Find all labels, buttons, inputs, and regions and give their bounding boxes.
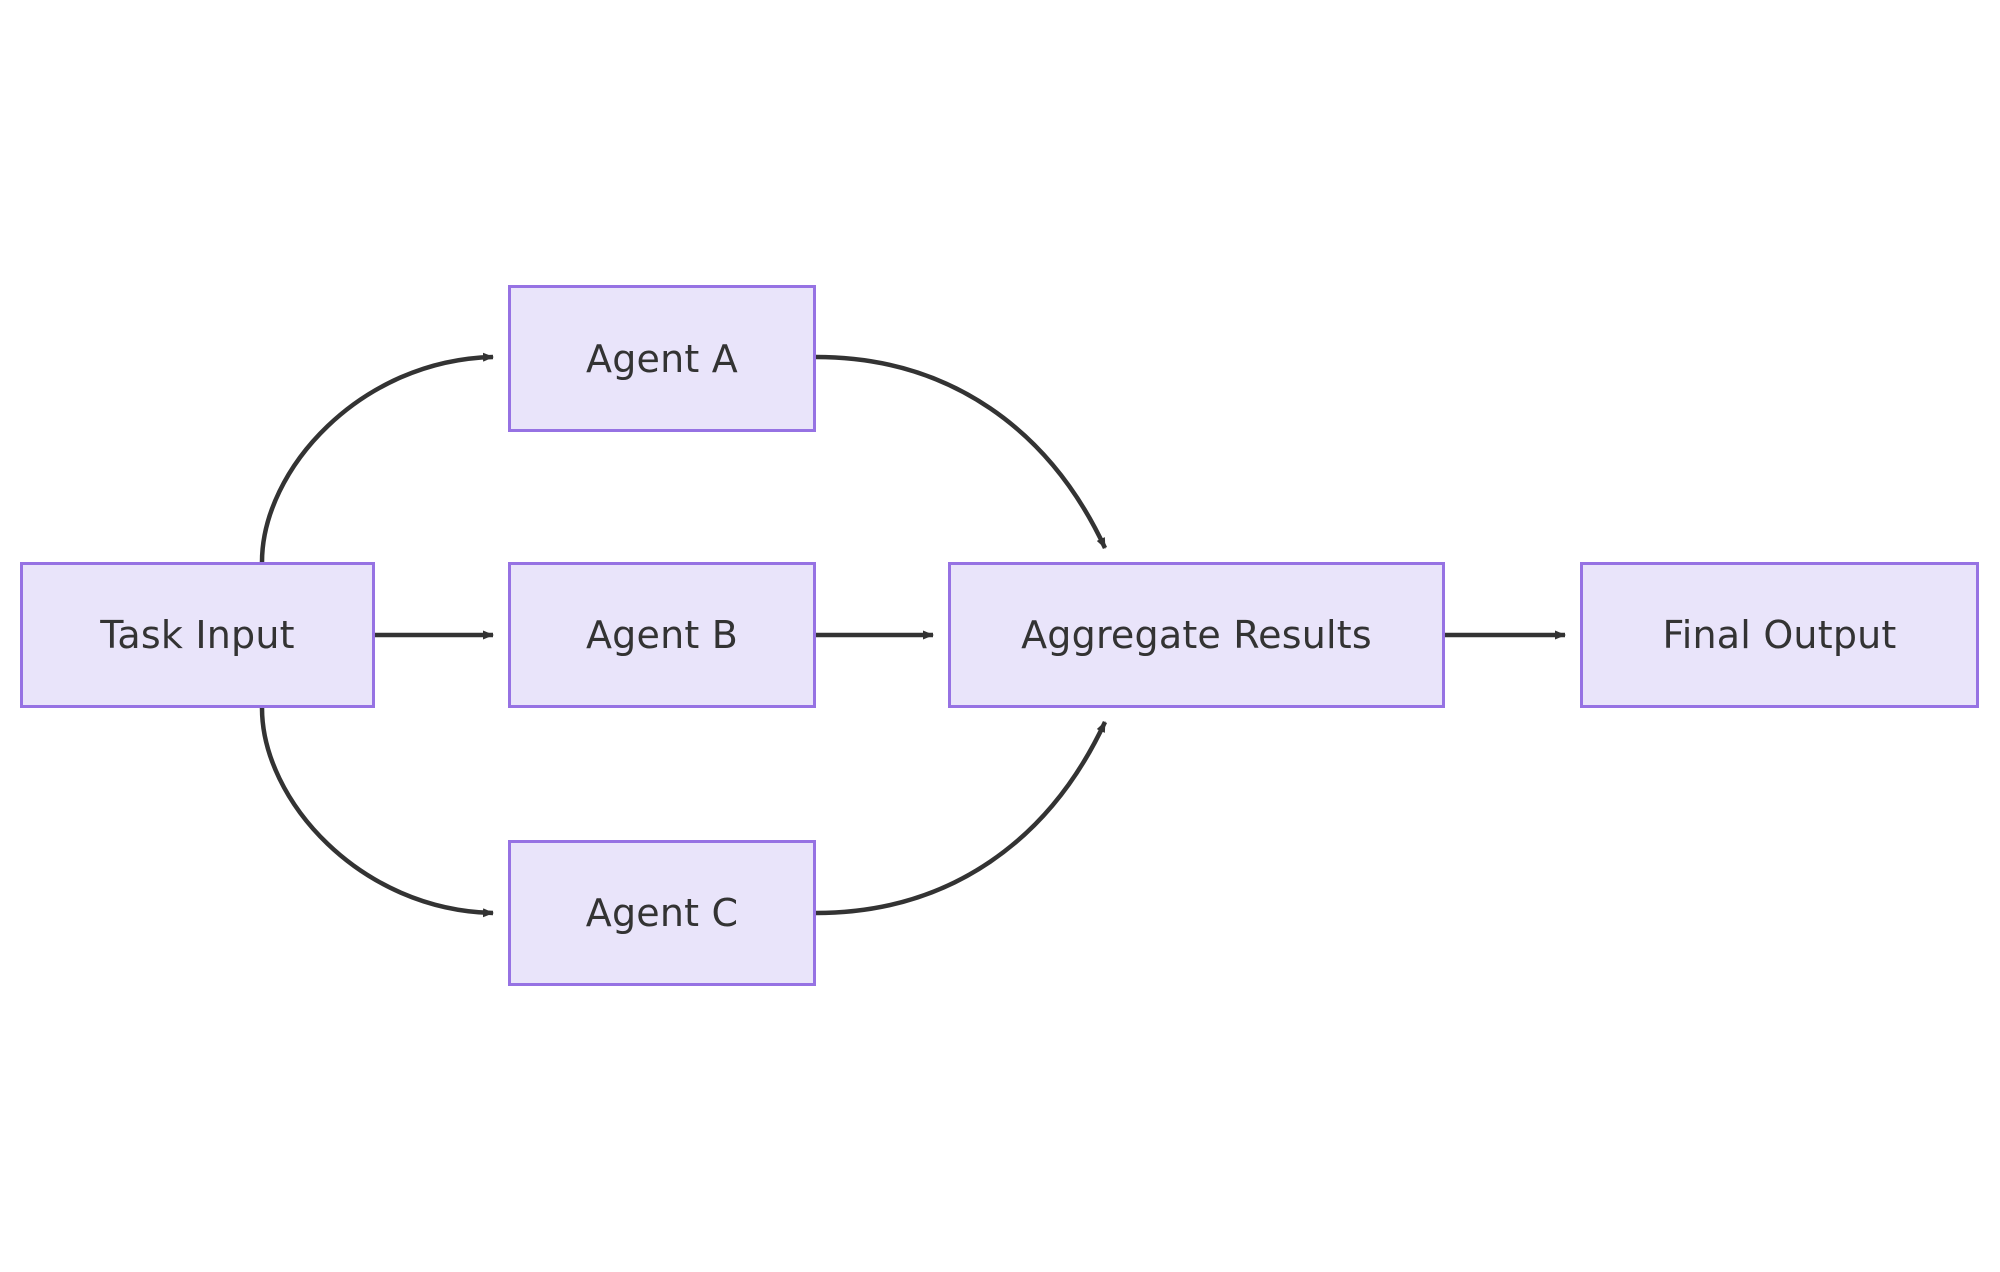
node-final-output[interactable]: Final Output — [1580, 562, 1979, 708]
node-final-output-label: Final Output — [1662, 613, 1897, 657]
edge-agent-a-to-aggregate — [815, 354, 1108, 549]
node-agent-a[interactable]: Agent A — [508, 285, 816, 432]
node-aggregate-results[interactable]: Aggregate Results — [948, 562, 1445, 708]
node-agent-c-label: Agent C — [585, 891, 739, 935]
node-aggregate-results-label: Aggregate Results — [1021, 613, 1372, 657]
edge-task-input-to-agent-c — [259, 707, 494, 918]
node-agent-b[interactable]: Agent B — [508, 562, 816, 708]
edge-agent-c-to-aggregate — [815, 721, 1108, 916]
node-agent-a-label: Agent A — [586, 336, 738, 381]
edge-task-input-to-agent-a — [259, 352, 494, 563]
node-task-input[interactable]: Task Input — [20, 562, 375, 708]
node-agent-b-label: Agent B — [585, 613, 739, 657]
node-agent-c[interactable]: Agent C — [508, 840, 816, 986]
node-task-input-label: Task Input — [100, 613, 295, 657]
